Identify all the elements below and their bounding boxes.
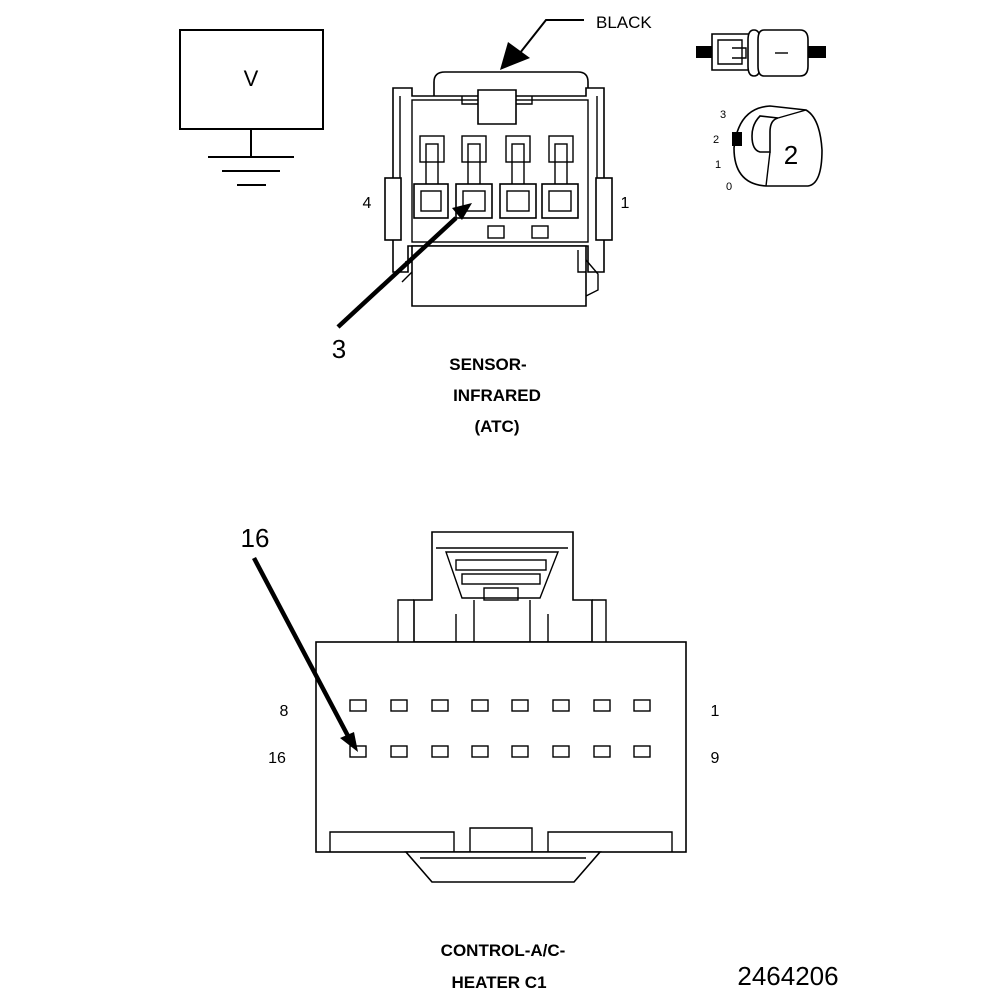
knob-scale-mark-1: 1 (715, 159, 721, 171)
control-pin-cavity-11 (552, 745, 570, 758)
control-pin-cavity-7 (390, 699, 408, 712)
color-leader-arrow (500, 19, 584, 70)
control-pin-cavity-3 (552, 699, 570, 712)
sensor-pin-3 (455, 135, 493, 219)
knob-scale-mark-0: 0 (726, 181, 732, 193)
control-pin-cavity-4 (511, 699, 529, 712)
control-pin-cavity-14 (431, 745, 449, 758)
control-pin-row-bottom (349, 745, 651, 758)
figure-id: 2464206 (737, 961, 838, 991)
knob-selected-setting: 2 (784, 140, 798, 170)
control-row-top-right-label: 1 (711, 703, 720, 720)
knob-scale-mark-3: 3 (720, 109, 726, 121)
connector-color-label: BLACK (596, 13, 652, 32)
control-name-line-1: CONTROL-A/C- (441, 941, 566, 960)
control-pin-cavity-16 (349, 745, 367, 758)
control-pin-cavity-9 (633, 745, 651, 758)
selector-knob-icon (732, 105, 823, 187)
sensor-connector: 4 1 BLACK 3 SENSOR- INFRARED (ATC) (332, 13, 653, 436)
control-pin-cavity-15 (390, 745, 408, 758)
control-name-line-2: HEATER C1 (451, 973, 546, 992)
pin-16-callout-arrow (252, 556, 358, 752)
control-callout-pin-label: 16 (241, 523, 270, 553)
control-pin-row-top (349, 699, 651, 712)
knob-scale-mark-2: 2 (713, 134, 719, 146)
voltmeter-label: V (244, 66, 259, 91)
control-pin-cavity-10 (593, 745, 611, 758)
control-connector: 8 1 16 9 16 CONTROL-A/C- HEATER C1 (241, 523, 720, 992)
control-pin-cavity-1 (633, 699, 651, 712)
sensor-name-line-1: SENSOR- (449, 355, 526, 374)
sensor-pin-left-label: 4 (363, 195, 372, 212)
control-row-top-left-label: 8 (280, 703, 289, 720)
pin-3-callout-arrow (336, 203, 472, 329)
sensor-callout-pin-label: 3 (332, 334, 346, 364)
control-row-bottom-right-label: 9 (711, 750, 720, 767)
control-pin-cavity-13 (471, 745, 489, 758)
control-pin-cavity-12 (511, 745, 529, 758)
voltmeter-symbol: V (179, 29, 324, 186)
control-pin-cavity-2 (593, 699, 611, 712)
probe-icon (696, 29, 826, 77)
sensor-name-line-2: INFRARED (453, 386, 541, 405)
sensor-name-line-3: (ATC) (475, 417, 520, 436)
ground-icon (208, 156, 294, 186)
control-row-bottom-left-label: 16 (268, 750, 286, 767)
control-pin-cavity-6 (431, 699, 449, 712)
sensor-pin-4 (413, 135, 449, 219)
sensor-pin-2 (499, 135, 537, 219)
control-pin-cavity-8 (349, 699, 367, 712)
sensor-pin-1 (541, 135, 579, 219)
sensor-pin-right-label: 1 (621, 195, 630, 212)
control-pin-cavity-5 (471, 699, 489, 712)
